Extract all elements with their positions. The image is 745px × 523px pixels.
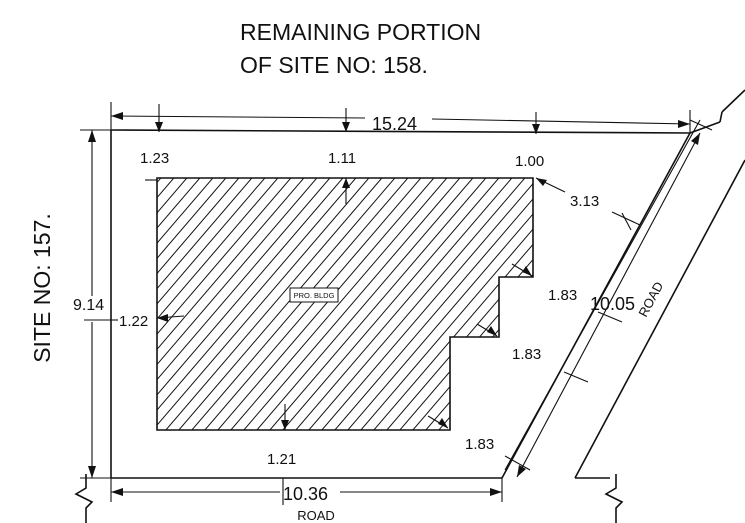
dimension-bottom-overall: 10.36 [110, 478, 503, 505]
dim-bottom-overall-label: 10.36 [283, 484, 328, 504]
building-label: PRO. BLDG [294, 291, 335, 300]
road-label-side: ROAD [635, 279, 666, 319]
hatch-line [525, 178, 533, 430]
hatch-line [291, 178, 533, 430]
hatch-line [278, 178, 533, 430]
hatch-line [682, 130, 745, 480]
hatch-line [157, 178, 268, 430]
hatch-line [157, 178, 229, 430]
site-157-label: SITE NO: 157. [29, 213, 55, 363]
hatch-line [157, 178, 372, 430]
hatch-line [343, 178, 533, 430]
hatch-line [157, 178, 320, 430]
hatch-line [643, 130, 745, 480]
hatch-line [157, 178, 281, 430]
dimension-steps [427, 263, 533, 429]
dim-corner-offset-label: 3.13 [570, 193, 599, 210]
dim-step-1: 1.83 [548, 287, 577, 304]
hatch-line [157, 178, 411, 430]
site-boundary [110, 129, 691, 479]
setback-ticks-top [145, 104, 540, 204]
hatch-line [434, 178, 533, 430]
hatch-line [157, 178, 437, 430]
dim-setback-left-top: 1.23 [140, 150, 169, 167]
hatch-line [157, 178, 398, 430]
dimension-setback-left: 1.22 [111, 313, 185, 330]
hatch-line [157, 178, 346, 430]
dim-setback-bottom-label: 1.21 [267, 451, 296, 468]
hatch-line [617, 130, 745, 480]
dim-setback-top: 1.11 [328, 150, 356, 167]
hatch-line [157, 178, 307, 430]
hatch-line [408, 178, 533, 430]
hatch-line [330, 178, 533, 430]
dim-top-overall-label: 15.24 [372, 114, 417, 134]
hatch-line [157, 178, 333, 430]
hatch-line [317, 178, 533, 430]
hatch-line [157, 178, 359, 430]
hatch-line [157, 178, 255, 430]
dimension-corner-offset: 3.13 [535, 177, 641, 231]
break-lines [74, 474, 624, 523]
hatch-line [213, 178, 515, 430]
hatch-line [157, 178, 450, 430]
hatch-line [157, 178, 385, 430]
hatch-line [252, 178, 533, 430]
hatch-line [239, 178, 533, 430]
hatch-line [695, 130, 745, 480]
road-label-bottom: ROAD [297, 508, 335, 523]
title-line-1: REMAINING PORTION [240, 19, 481, 45]
hatch-line [656, 130, 745, 480]
dimension-left-overall: 9.14 [73, 129, 111, 479]
hatch-line [157, 178, 294, 430]
dim-step-2: 1.83 [512, 346, 541, 363]
dimension-diagonal-overall: 10.05 [504, 119, 713, 478]
title-line-2: OF SITE NO: 158. [240, 52, 428, 78]
hatch-line [200, 178, 502, 430]
dim-step-3: 1.83 [465, 436, 494, 453]
hatch-line [187, 178, 489, 430]
hatch-line [382, 178, 533, 430]
hatch-line [226, 178, 528, 430]
dim-diagonal-overall-label: 10.05 [590, 294, 635, 314]
dimension-top-overall: 15.24 [110, 102, 691, 134]
dim-setback-left-label: 1.22 [119, 313, 148, 330]
hatch-line [265, 178, 533, 430]
dimension-setback-bottom: 1.21 [267, 404, 296, 468]
hatch-line [157, 178, 424, 430]
hatch-line [421, 178, 533, 430]
building-hatching [157, 130, 745, 480]
hatch-line [161, 178, 463, 430]
hatch-line [157, 178, 242, 430]
hatch-line [304, 178, 533, 430]
hatch-line [157, 178, 216, 430]
hatch-line [174, 178, 476, 430]
dim-setback-right-top: 1.00 [515, 153, 544, 170]
side-road [504, 89, 745, 479]
hatch-line [395, 178, 533, 430]
dim-left-overall-label: 9.14 [73, 297, 104, 314]
proposed-building: PRO. BLDG [156, 130, 745, 480]
